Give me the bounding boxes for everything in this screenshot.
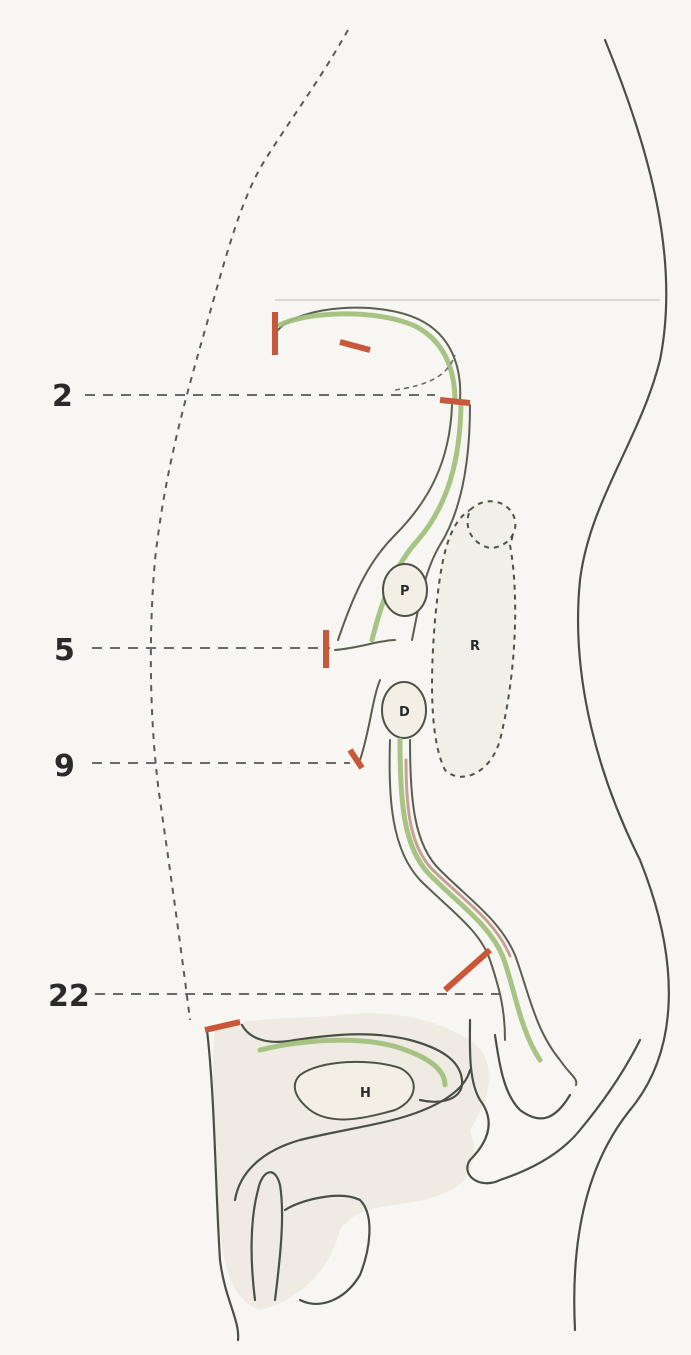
level-label-2: 2 (52, 379, 73, 414)
label-d: D (399, 705, 410, 720)
label-p: P (400, 584, 410, 599)
level-label-22: 22 (48, 979, 90, 1014)
label-r: R (470, 639, 480, 654)
hepatic-branch-lower (360, 680, 380, 760)
band-level-2 (440, 400, 470, 403)
dorsal-dashed-outline (151, 30, 348, 1020)
label-h: H (360, 1086, 371, 1101)
band-level-22 (445, 950, 490, 990)
pharyngeal-arch-lumen (280, 314, 455, 402)
band-arch-top (340, 342, 370, 350)
right-body-wall (574, 40, 669, 1330)
pharyngeal-arch (278, 308, 460, 400)
level-label-9: 9 (54, 749, 75, 784)
tail-fold (467, 1020, 640, 1183)
midgut-red-line (406, 760, 510, 956)
level-label-5: 5 (54, 633, 75, 668)
midgut-lumen (400, 740, 540, 1060)
hepatic-branch (335, 640, 395, 650)
